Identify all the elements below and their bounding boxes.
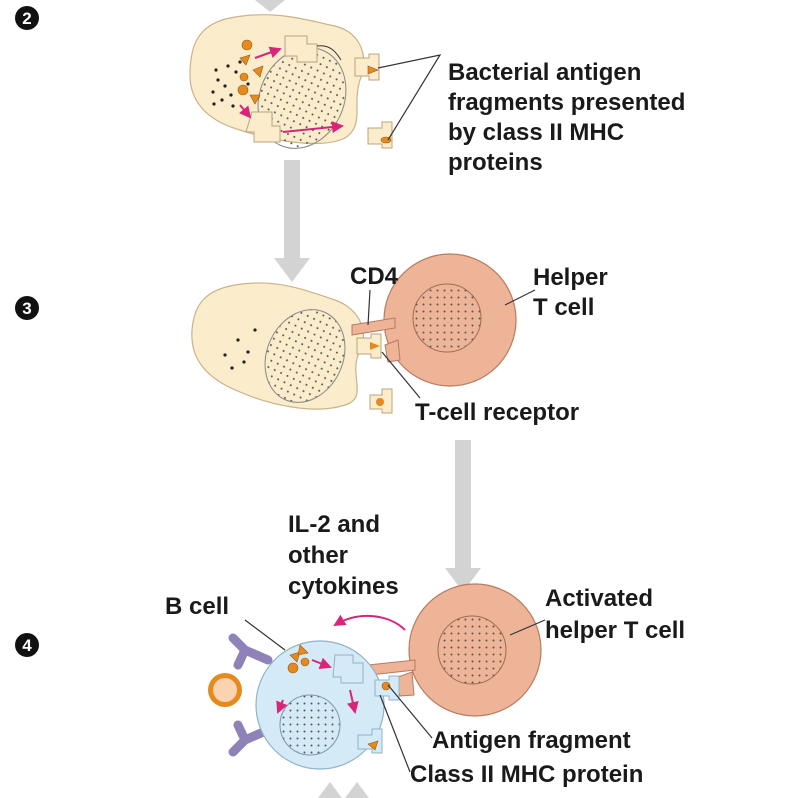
label-bacterial-antigen: Bacterial antigen — [448, 59, 641, 86]
mhc-protein — [367, 121, 393, 149]
activated-helper-t-cell — [367, 583, 542, 717]
arrow-step2-to-3 — [274, 160, 310, 282]
label-antigen-fragment: Antigen fragment — [432, 727, 631, 754]
label-t-cell-receptor: T-cell receptor — [415, 399, 579, 426]
process-arrows — [255, 0, 481, 798]
mhc-protein — [332, 654, 364, 684]
label-bacterial-antigen-2: fragments presented — [448, 89, 685, 116]
label-other: other — [288, 542, 348, 569]
label-helper: Helper — [533, 264, 608, 291]
label-cytokines: cytokines — [288, 573, 399, 600]
label-cd4: CD4 — [350, 263, 399, 290]
label-activated: Activated — [545, 585, 653, 612]
label-class-ii-mhc: Class II MHC protein — [410, 761, 643, 788]
svg-text:2: 2 — [22, 9, 31, 28]
macrophage-step3 — [191, 282, 393, 414]
arrow-step3-to-4 — [445, 440, 481, 592]
antibody — [228, 633, 273, 757]
t-cell-receptor — [384, 339, 401, 363]
mhc-protein — [356, 333, 382, 359]
cytokine-arrow — [333, 614, 406, 631]
mhc-protein — [245, 111, 281, 143]
label-helper-t-cell: helper T cell — [545, 617, 685, 644]
step-marker-4: 4 — [15, 633, 39, 657]
step-marker-3: 3 — [15, 296, 39, 320]
arrow-out-step4 — [318, 782, 369, 798]
bacterial-debris — [211, 60, 250, 108]
arrow-into-step2 — [255, 0, 285, 12]
b-cell — [228, 633, 400, 770]
label-il2: IL-2 and — [288, 511, 380, 538]
svg-text:3: 3 — [22, 299, 31, 318]
label-t-cell: T cell — [533, 294, 594, 321]
nucleus — [257, 47, 347, 149]
label-bacterial-antigen-4: proteins — [448, 149, 543, 176]
leader-lines-step2 — [377, 54, 442, 141]
transport-arrows — [238, 46, 344, 133]
label-bacterial-antigen-3: by class II MHC — [448, 119, 624, 146]
antigen-fragments — [237, 39, 392, 144]
mhc-protein — [354, 53, 380, 81]
step-marker-2: 2 — [15, 6, 39, 30]
mhc-protein — [284, 35, 318, 63]
svg-text:4: 4 — [22, 636, 32, 655]
helper-t-cell — [351, 253, 517, 387]
bacterium — [208, 673, 242, 707]
label-b-cell: B cell — [165, 593, 229, 620]
cd4 — [351, 317, 396, 336]
nucleus — [264, 309, 346, 403]
macrophage-step2 — [189, 14, 393, 149]
